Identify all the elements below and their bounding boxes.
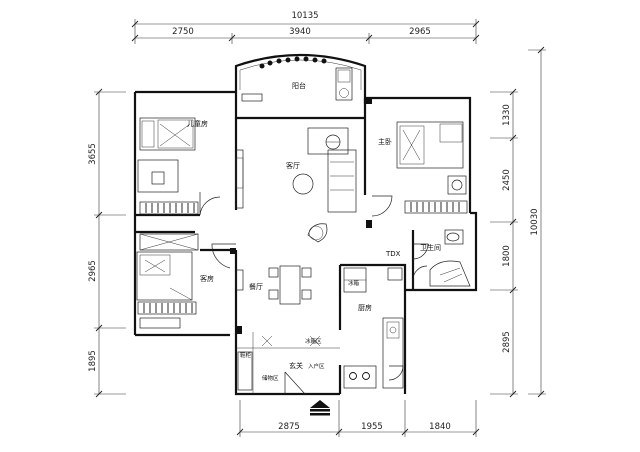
label-guest-room: 客房 — [200, 274, 214, 283]
dim-top-2: 3940 — [289, 27, 311, 37]
kids-room-furniture — [137, 117, 221, 216]
guest-room-furniture — [136, 233, 236, 329]
dim-bottom-1: 2875 — [278, 422, 300, 432]
dimension-lines — [94, 19, 546, 437]
dim-top-1: 2750 — [172, 27, 194, 37]
living-room-furniture — [235, 127, 357, 243]
dim-left-3: 1895 — [88, 350, 98, 372]
label-kids-room: 儿童房 — [187, 119, 208, 128]
dim-bottom-3: 1840 — [429, 422, 451, 432]
dim-bottom-2: 1955 — [361, 422, 383, 432]
dim-right-1: 1330 — [502, 104, 512, 126]
dim-left-1: 3655 — [88, 143, 98, 165]
dim-right-total: 10030 — [530, 208, 540, 235]
bathroom-furniture — [412, 229, 471, 290]
master-bedroom-furniture — [371, 121, 468, 217]
walls — [133, 90, 478, 396]
label-kitchen: 厨房 — [358, 303, 372, 312]
label-storage: 储物区 — [262, 374, 279, 382]
dim-right-2: 2450 — [502, 169, 512, 191]
entrance-area — [236, 332, 340, 395]
dining-furniture — [235, 265, 312, 305]
label-entrance: 玄关 — [289, 361, 303, 370]
dim-top-total: 10135 — [291, 11, 318, 21]
kitchen-furniture — [343, 267, 404, 389]
label-fridge: 冰箱 — [348, 279, 360, 287]
label-fridge-area: 冰箱区 — [305, 337, 322, 345]
label-master-bedroom: 主卧 — [378, 137, 392, 146]
dim-right-4: 2895 — [502, 331, 512, 353]
dim-top-3: 2965 — [409, 27, 431, 37]
label-dining: 餐厅 — [249, 282, 263, 291]
label-drying: TDX — [385, 250, 401, 258]
label-shoe-cabinet: 鞋柜 — [240, 351, 252, 359]
entry-arrow-icon — [310, 400, 330, 416]
label-entry-area: 入户区 — [308, 362, 325, 370]
balcony — [234, 53, 367, 102]
dim-left-2: 2965 — [88, 260, 98, 282]
label-bathroom: 卫生间 — [420, 243, 441, 252]
label-balcony: 阳台 — [292, 81, 306, 90]
dim-right-3: 1800 — [502, 245, 512, 267]
label-living-room: 客厅 — [286, 161, 300, 170]
